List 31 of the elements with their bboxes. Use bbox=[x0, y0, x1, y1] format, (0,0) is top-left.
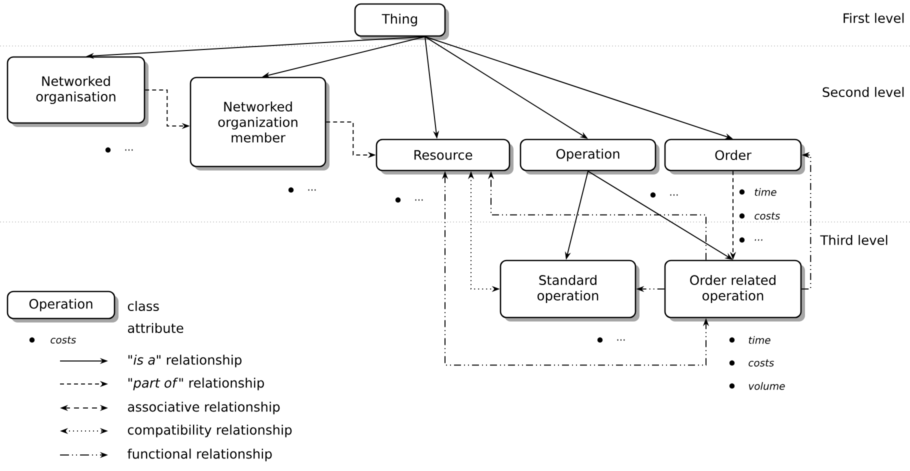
legend-text: attribute bbox=[128, 322, 184, 334]
legend-text: associative relationship bbox=[128, 402, 280, 414]
class-box: Networked organisation bbox=[6, 56, 148, 127]
attribute-item: ... bbox=[395, 197, 423, 203]
attribute-item: volume bbox=[729, 382, 785, 390]
legend-text: "is a" relationship bbox=[128, 354, 242, 368]
attribute-item: ... bbox=[105, 147, 133, 153]
legend-text: functional relationship bbox=[128, 448, 272, 462]
class-box: Resource bbox=[376, 138, 514, 174]
attribute-item: time bbox=[729, 336, 770, 344]
class-box: Networked organization member bbox=[190, 76, 330, 170]
class-box: Operation bbox=[520, 138, 660, 174]
level-label: Second level bbox=[822, 86, 904, 98]
legend-text: class bbox=[128, 300, 159, 312]
level-label: Third level bbox=[820, 234, 888, 246]
class-sample-box: Operation bbox=[6, 290, 118, 322]
attribute-item: costs bbox=[729, 359, 774, 367]
attribute-item: ... bbox=[650, 192, 678, 198]
class-box: Order bbox=[664, 138, 805, 174]
level-label: First level bbox=[844, 12, 904, 24]
attribute-item: ... bbox=[597, 337, 625, 343]
attribute-sample: costs bbox=[29, 336, 76, 344]
class-box: Standard operation bbox=[500, 260, 640, 322]
class-box: Order related operation bbox=[664, 260, 805, 322]
legend-text: "part of" relationship bbox=[128, 378, 264, 390]
attribute-item: ... bbox=[739, 237, 762, 243]
class-box: Thing bbox=[354, 3, 449, 40]
attribute-item: ... bbox=[288, 187, 316, 193]
attribute-item: costs bbox=[739, 212, 780, 220]
attribute-item: time bbox=[739, 188, 776, 196]
legend-text: compatibility relationship bbox=[128, 424, 292, 438]
